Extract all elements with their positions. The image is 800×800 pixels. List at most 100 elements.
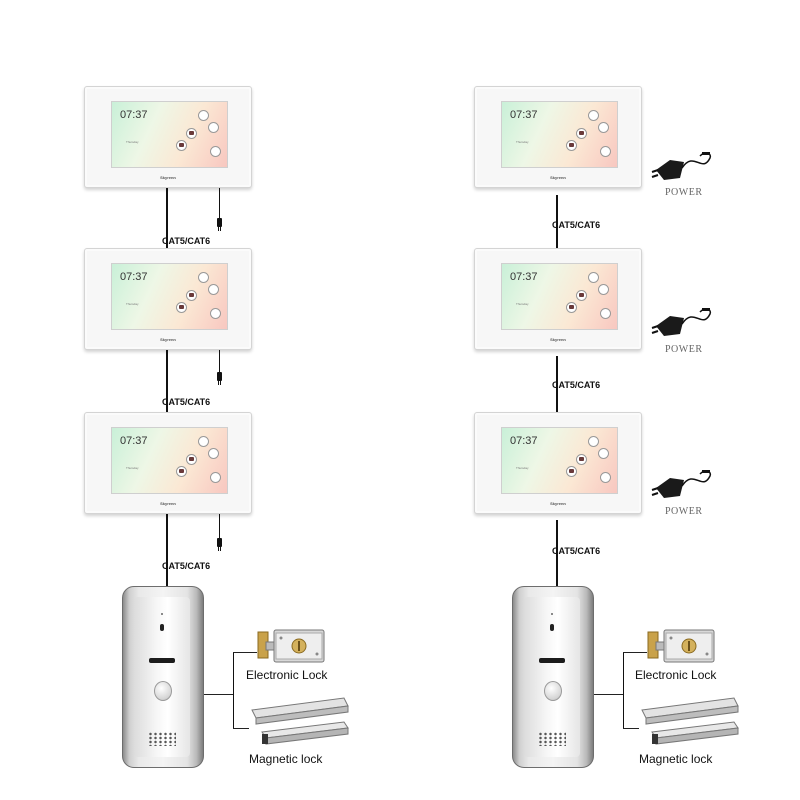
monitor-brand: Skyrenn xyxy=(160,337,176,342)
app-icon xyxy=(566,140,577,151)
doorbell-sensor xyxy=(161,613,163,615)
app-icon xyxy=(208,122,219,133)
call-button-icon xyxy=(544,681,562,701)
indoor-monitor: 07:37 Thursday Skyrenn xyxy=(474,412,642,514)
power-plug-icon xyxy=(217,538,222,551)
cable-label: CAT5/CAT6 xyxy=(162,397,211,407)
cable-label: CAT5/CAT6 xyxy=(552,220,601,230)
monitor-time: 07:37 xyxy=(120,435,148,447)
power-wire xyxy=(219,350,220,372)
app-icon xyxy=(600,146,611,157)
monitor-date: Thursday xyxy=(126,302,139,306)
power-plug-icon xyxy=(217,218,222,231)
monitor-date: Thursday xyxy=(126,140,139,144)
monitor-time: 07:37 xyxy=(510,435,538,447)
monitor-screen: 07:37 Thursday xyxy=(501,263,618,330)
speaker-grille xyxy=(538,732,566,746)
monitor-screen: 07:37 Thursday xyxy=(111,263,228,330)
cat-cable xyxy=(556,195,558,248)
app-icon xyxy=(600,472,611,483)
monitor-screen: 07:37 Thursday xyxy=(501,101,618,168)
indoor-monitor: 07:37 Thursday Skyrenn xyxy=(84,248,252,350)
monitor-date: Thursday xyxy=(516,466,529,470)
monitor-time: 07:37 xyxy=(510,109,538,121)
monitor-brand: Skyrenn xyxy=(550,337,566,342)
power-adapter-icon xyxy=(651,470,712,498)
nameplate-slot xyxy=(149,658,175,663)
cable-label: CAT5/CAT6 xyxy=(162,561,211,571)
monitor-brand: Skyrenn xyxy=(550,175,566,180)
lock-wire xyxy=(594,694,624,695)
app-icon xyxy=(186,128,197,139)
monitor-date: Thursday xyxy=(516,140,529,144)
speaker-grille xyxy=(148,732,176,746)
monitor-screen: 07:37 Thursday xyxy=(501,427,618,494)
monitor-brand: Skyrenn xyxy=(160,501,176,506)
app-icon xyxy=(186,454,197,465)
nameplate-slot xyxy=(539,658,565,663)
magnetic-lock-label: Magnetic lock xyxy=(639,752,713,766)
lock-wire xyxy=(233,652,234,728)
indoor-monitor: 07:37 Thursday Skyrenn xyxy=(474,86,642,188)
electronic-lock-label: Electronic Lock xyxy=(246,668,328,682)
app-icon xyxy=(208,448,219,459)
cat-cable xyxy=(556,356,558,412)
monitor-date: Thursday xyxy=(126,466,139,470)
outdoor-doorbell-panel xyxy=(512,586,594,768)
power-wire xyxy=(219,188,220,218)
app-icon xyxy=(198,110,209,121)
lock-wire xyxy=(204,694,234,695)
app-icon xyxy=(576,454,587,465)
lock-wire xyxy=(623,728,639,729)
app-icon xyxy=(588,110,599,121)
camera-icon xyxy=(550,624,554,631)
cat-cable xyxy=(556,520,558,586)
doorbell-face xyxy=(134,597,190,757)
app-icon xyxy=(210,308,221,319)
app-icon xyxy=(176,466,187,477)
magnetic-lock-icon xyxy=(641,697,739,745)
app-icon xyxy=(598,284,609,295)
power-plug-icon xyxy=(217,372,222,385)
cable-label: CAT5/CAT6 xyxy=(552,380,601,390)
monitor-time: 07:37 xyxy=(120,109,148,121)
electronic-lock-label: Electronic Lock xyxy=(635,668,717,682)
monitor-time: 07:37 xyxy=(120,271,148,283)
app-icon xyxy=(598,448,609,459)
magnetic-lock-icon xyxy=(251,697,349,745)
lock-wire xyxy=(233,728,249,729)
power-adapter-icon xyxy=(651,308,712,336)
monitor-brand: Skyrenn xyxy=(160,175,176,180)
monitor-time: 07:37 xyxy=(510,271,538,283)
app-icon xyxy=(198,436,209,447)
cat-cable xyxy=(166,350,168,412)
app-icon xyxy=(566,466,577,477)
magnetic-lock-label: Magnetic lock xyxy=(249,752,323,766)
app-icon xyxy=(176,302,187,313)
app-icon xyxy=(588,436,599,447)
lock-wire xyxy=(623,652,647,653)
lock-wire xyxy=(233,652,257,653)
monitor-screen: 07:37 Thursday xyxy=(111,427,228,494)
power-adapter-icon xyxy=(651,152,712,180)
monitor-brand: Skyrenn xyxy=(550,501,566,506)
app-icon xyxy=(208,284,219,295)
indoor-monitor: 07:37 Thursday Skyrenn xyxy=(474,248,642,350)
cable-label: CAT5/CAT6 xyxy=(162,236,211,246)
cat-cable xyxy=(166,514,168,586)
camera-icon xyxy=(160,624,164,631)
indoor-monitor: 07:37 Thursday Skyrenn xyxy=(84,412,252,514)
power-wire xyxy=(219,514,220,538)
doorbell-face xyxy=(524,597,580,757)
cable-label: CAT5/CAT6 xyxy=(552,546,601,556)
indoor-monitor: 07:37 Thursday Skyrenn xyxy=(84,86,252,188)
call-button-icon xyxy=(154,681,172,701)
app-icon xyxy=(600,308,611,319)
app-icon xyxy=(186,290,197,301)
app-icon xyxy=(198,272,209,283)
app-icon xyxy=(598,122,609,133)
outdoor-doorbell-panel xyxy=(122,586,204,768)
electronic-lock-icon xyxy=(647,629,715,663)
monitor-date: Thursday xyxy=(516,302,529,306)
doorbell-sensor xyxy=(551,613,553,615)
